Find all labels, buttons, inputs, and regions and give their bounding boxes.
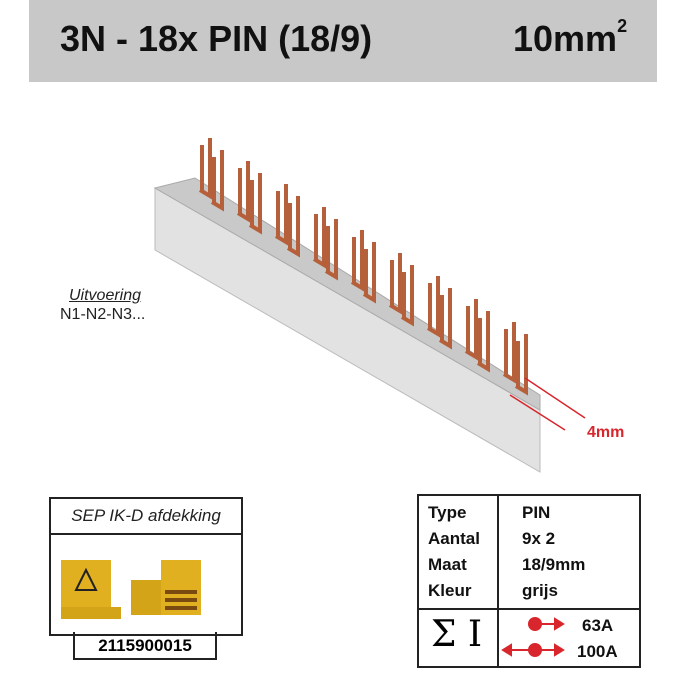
accessory-code: 2115900015 bbox=[73, 632, 217, 660]
spec-value: 9x 2 bbox=[522, 529, 556, 548]
spec-table: Type PIN Aantal 9x 2 Maat 18/9mm Kleur g… bbox=[417, 494, 641, 668]
spec-key: Aantal bbox=[428, 529, 480, 548]
pin bbox=[210, 150, 224, 212]
current-double: 100A bbox=[577, 642, 618, 661]
spec-key: Kleur bbox=[428, 581, 472, 600]
busbar-front bbox=[154, 187, 541, 473]
current-arrows bbox=[501, 617, 565, 657]
spec-value: PIN bbox=[522, 503, 551, 522]
pin bbox=[324, 219, 338, 281]
spec-key: Type bbox=[428, 503, 467, 522]
dimension-label: 4mm bbox=[587, 424, 625, 441]
pin bbox=[388, 253, 402, 315]
pin bbox=[350, 230, 364, 292]
pin bbox=[286, 196, 300, 258]
pin bbox=[476, 311, 490, 373]
arrow-right-icon bbox=[528, 617, 565, 631]
pin bbox=[274, 184, 288, 246]
product-title: 3N - 18x PIN (18/9) bbox=[60, 18, 373, 59]
dimension-line bbox=[524, 377, 586, 419]
arrow-both-icon bbox=[501, 643, 565, 657]
current-single: 63A bbox=[582, 616, 614, 635]
busbar-top bbox=[153, 177, 541, 411]
pins bbox=[198, 138, 528, 396]
pin bbox=[248, 173, 262, 235]
pin bbox=[514, 334, 528, 396]
variant-label: Uitvoering bbox=[69, 287, 142, 304]
variant-value: N1-N2-N3... bbox=[60, 306, 146, 323]
pin bbox=[400, 265, 414, 327]
dimension-line bbox=[509, 394, 566, 431]
warning-icon bbox=[74, 567, 98, 591]
spec-value: 18/9mm bbox=[522, 555, 586, 574]
spec-value: grijs bbox=[522, 581, 558, 600]
header-banner bbox=[29, 0, 657, 82]
cross-section-sup: 2 bbox=[617, 16, 628, 36]
pin bbox=[502, 322, 516, 384]
pin bbox=[198, 138, 212, 200]
pin bbox=[362, 242, 376, 304]
pin bbox=[236, 161, 250, 223]
pin bbox=[312, 207, 326, 269]
pin bbox=[464, 299, 478, 361]
pin bbox=[426, 276, 440, 338]
spec-key: Maat bbox=[428, 555, 467, 574]
accessory-title: SEP IK-D afdekking bbox=[51, 499, 241, 535]
cover-caps-image bbox=[61, 560, 201, 619]
current-symbol: Σ I bbox=[431, 614, 483, 655]
pin bbox=[438, 288, 452, 350]
cross-section: 10mm2 bbox=[513, 16, 628, 60]
cross-section-value: 10mm bbox=[513, 18, 618, 59]
accessory-box: SEP IK-D afdekking bbox=[49, 497, 243, 636]
